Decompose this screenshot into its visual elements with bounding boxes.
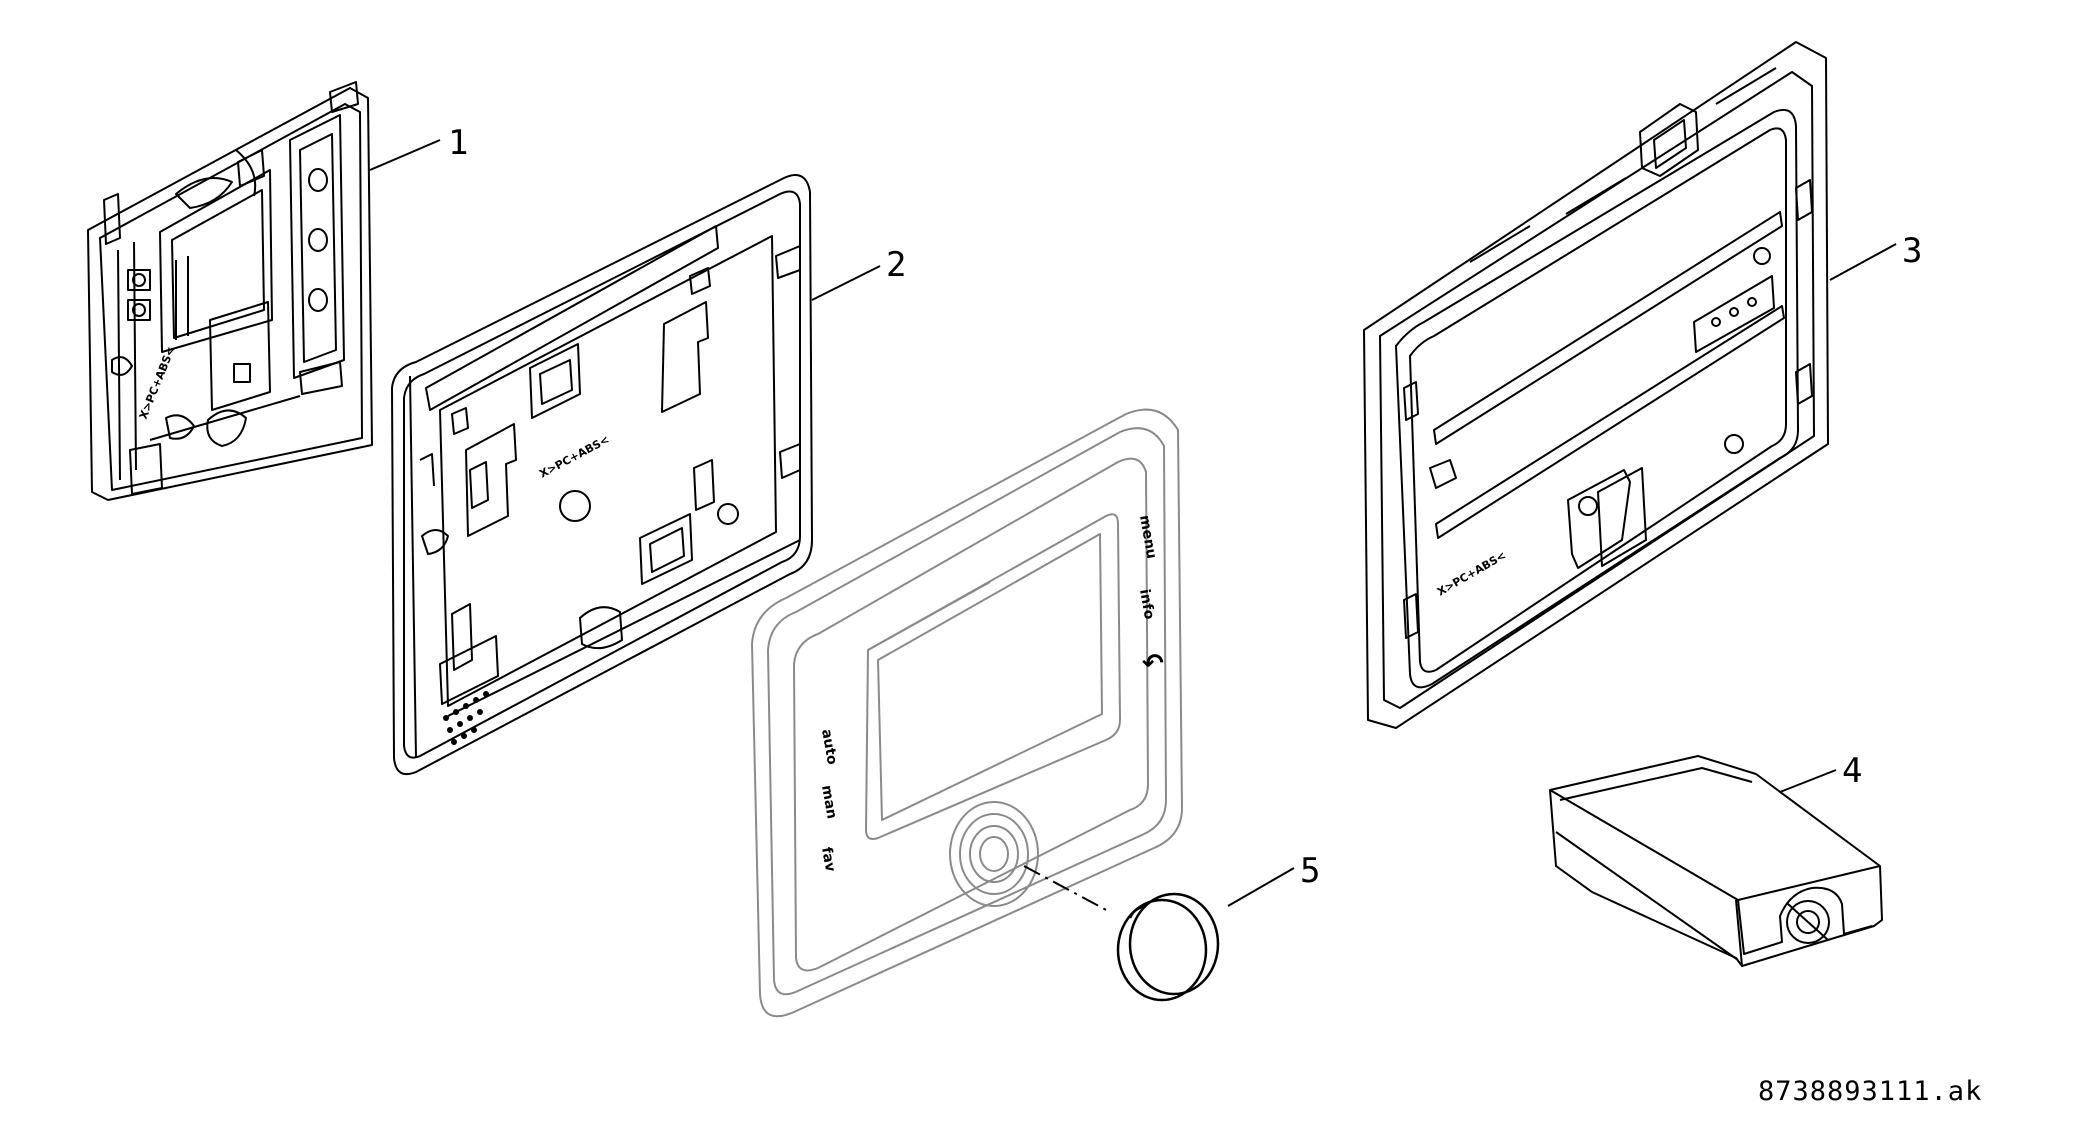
leader-line-5 bbox=[1227, 867, 1295, 907]
button-label-man: man bbox=[818, 784, 840, 820]
part-5-rotary-knob bbox=[1116, 892, 1220, 1002]
assembly-axis-line bbox=[1023, 865, 1111, 913]
front-panel-buttons: auto man fav menu info ↶ bbox=[818, 514, 1164, 873]
part-4-terminal-cover bbox=[1549, 755, 1883, 967]
leader-line-3 bbox=[1829, 243, 1897, 281]
leader-line-2 bbox=[811, 265, 881, 301]
leader-line-1 bbox=[369, 139, 441, 171]
molded-marking-part-1: X>PC+ABS< bbox=[137, 345, 178, 421]
callout-1: 1 bbox=[448, 123, 468, 163]
part-1-wall-mounting-base bbox=[87, 81, 373, 501]
front-panel bbox=[751, 408, 1183, 1018]
callout-5: 5 bbox=[1300, 851, 1320, 891]
vent-holes-part-2 bbox=[443, 691, 489, 745]
button-label-fav: fav bbox=[818, 846, 838, 873]
callout-2: 2 bbox=[886, 245, 906, 285]
callout-4: 4 bbox=[1842, 751, 1862, 791]
back-arrow-icon: ↶ bbox=[1142, 649, 1164, 679]
button-label-menu: menu bbox=[1136, 514, 1159, 560]
document-id: 8738893111.ak bbox=[1758, 1076, 1982, 1107]
leader-line-4 bbox=[1779, 769, 1837, 793]
part-2-back-housing bbox=[391, 174, 813, 776]
part-3-rear-frame bbox=[1363, 41, 1829, 729]
molded-marking-part-3: X>PC+ABS< bbox=[1435, 549, 1508, 599]
callout-3: 3 bbox=[1902, 231, 1922, 271]
button-label-auto: auto bbox=[818, 728, 840, 766]
button-label-info: info bbox=[1136, 588, 1157, 621]
molded-marking-part-2: X>PC+ABS< bbox=[537, 433, 611, 481]
